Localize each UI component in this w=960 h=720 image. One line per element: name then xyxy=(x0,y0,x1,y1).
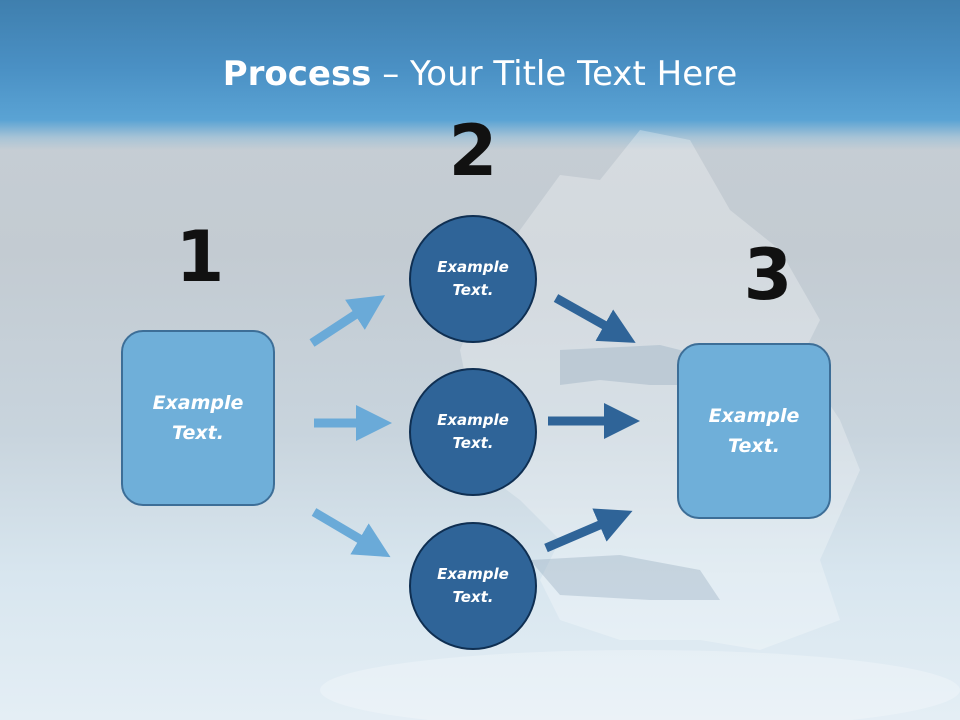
step-number-2: 2 xyxy=(448,110,498,192)
arrow-icon xyxy=(544,508,633,553)
step-2-circle-top: Example Text. xyxy=(409,215,537,343)
arrow-icon xyxy=(309,295,386,347)
title-rest-part: – Your Title Text Here xyxy=(371,54,738,94)
step-2-circle-middle: Example Text. xyxy=(409,368,537,496)
slide-title: Process – Your Title Text Here xyxy=(0,52,960,96)
arrow-icon xyxy=(553,294,636,343)
arrow-icon xyxy=(311,508,391,558)
step-number-1: 1 xyxy=(175,216,225,298)
step-3-box: Example Text. xyxy=(677,343,831,519)
step-number-3: 3 xyxy=(743,234,793,316)
step-1-box: Example Text. xyxy=(121,330,275,506)
title-bold-part: Process xyxy=(222,54,372,94)
step-2-circle-bottom: Example Text. xyxy=(409,522,537,650)
header-band xyxy=(0,0,960,150)
